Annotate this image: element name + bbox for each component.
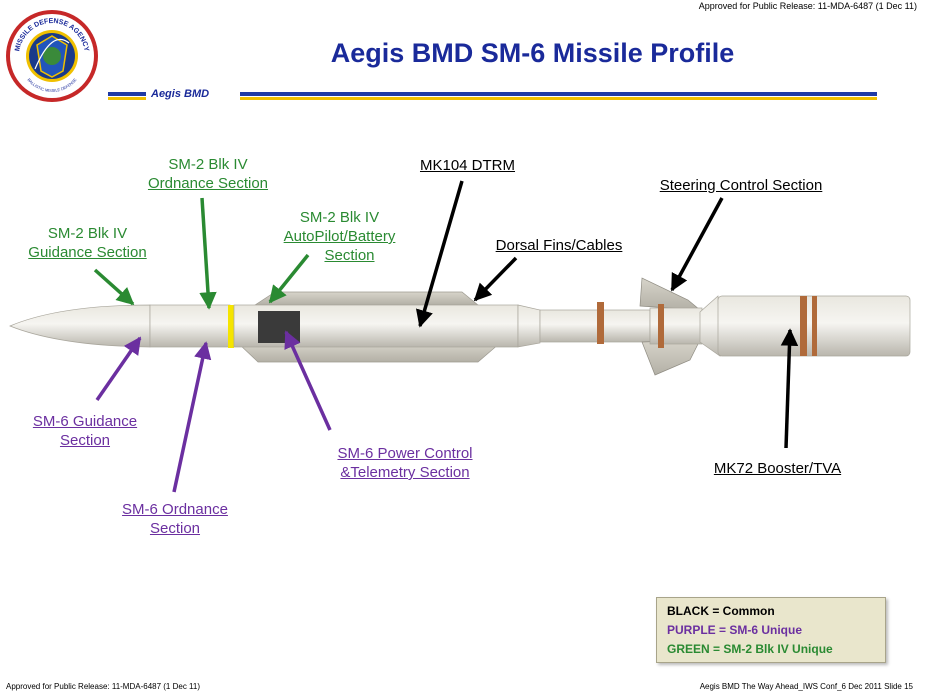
header-rule-left bbox=[108, 92, 146, 100]
arrow-sm2-ordnance bbox=[199, 197, 217, 310]
arrow-sm6-ordnance bbox=[172, 341, 212, 493]
label-sm2-ordnance: SM-2 Blk IV Ordnance Section bbox=[147, 156, 269, 192]
release-notice-top: Approved for Public Release: 11-MDA-6487… bbox=[698, 1, 917, 11]
missile-nose bbox=[9, 304, 151, 348]
steering-fin-lower bbox=[641, 339, 701, 376]
arrow-sm2-autopilot bbox=[268, 253, 310, 304]
legend-common: BLACK = Common bbox=[667, 604, 775, 618]
missile-yellow-band bbox=[228, 305, 234, 348]
booster-band-2 bbox=[812, 296, 817, 356]
booster-band-1 bbox=[800, 296, 807, 356]
section-tag: Aegis BMD bbox=[151, 88, 210, 100]
arrow-sm6-power bbox=[284, 330, 332, 431]
steering-section bbox=[649, 307, 703, 345]
header-rule-right bbox=[240, 92, 877, 100]
missile-taper bbox=[517, 304, 541, 348]
label-sm2-guidance: SM-2 Blk IV Guidance Section bbox=[28, 225, 147, 261]
label-sm6-power-control: SM-6 Power Control &Telemetry Section bbox=[337, 445, 473, 481]
page-title: Aegis BMD SM-6 Missile Profile bbox=[330, 38, 735, 68]
mda-seal-logo: MISSILE DEFENSE AGENCY BALLISTIC MISSILE… bbox=[6, 10, 98, 102]
legend-sm2: GREEN = SM-2 Blk IV Unique bbox=[667, 642, 833, 656]
arrow-steering bbox=[670, 197, 724, 292]
color-legend: BLACK = Common PURPLE = SM-6 Unique GREE… bbox=[656, 597, 886, 663]
arrow-sm2-guidance bbox=[93, 268, 135, 306]
dorsal-fin-upper bbox=[253, 291, 479, 306]
release-notice-bottom: Approved for Public Release: 11-MDA-6487… bbox=[6, 682, 201, 691]
steering-fin-upper bbox=[639, 277, 702, 311]
booster-adapter bbox=[699, 295, 721, 357]
missile-power-section bbox=[258, 311, 300, 343]
label-steering-control: Steering Control Section bbox=[659, 177, 823, 194]
slide-footer: Aegis BMD The Way Ahead_IWS Conf_6 Dec 2… bbox=[699, 682, 913, 691]
legend-sm6: PURPLE = SM-6 Unique bbox=[667, 623, 803, 637]
label-mk104: MK104 DTRM bbox=[419, 157, 516, 174]
arrow-sm6-guidance bbox=[95, 336, 142, 401]
arrow-mk104 bbox=[415, 180, 464, 328]
label-mk72: MK72 Booster/TVA bbox=[713, 460, 842, 477]
label-sm6-guidance: SM-6 Guidance Section bbox=[32, 413, 138, 449]
missile-forward-body bbox=[149, 304, 231, 348]
steering-band bbox=[658, 304, 664, 348]
arrow-mk72 bbox=[780, 328, 799, 449]
label-sm6-ordnance: SM-6 Ordnance Section bbox=[122, 501, 228, 537]
missile-aft-tube bbox=[539, 309, 651, 343]
label-sm2-autopilot: SM-2 Blk IV AutoPilot/Battery Section bbox=[283, 209, 396, 264]
missile-aft-band bbox=[597, 302, 604, 344]
arrow-dorsal bbox=[473, 256, 518, 302]
label-dorsal-fins: Dorsal Fins/Cables bbox=[495, 237, 623, 254]
